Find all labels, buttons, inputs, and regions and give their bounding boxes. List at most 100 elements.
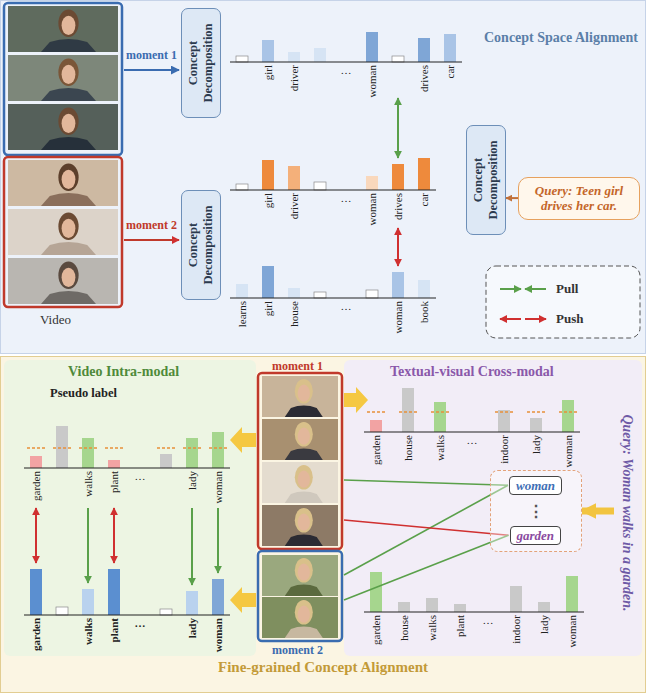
frame-face (298, 385, 310, 402)
threshold-mark (79, 447, 97, 448)
bar (426, 598, 438, 612)
chart-label: house (398, 615, 410, 641)
frame-body (41, 39, 96, 52)
chart-label: car (418, 193, 430, 206)
chart-label: garden (370, 615, 382, 645)
frame-bg (262, 555, 338, 596)
bar (56, 607, 68, 615)
section-panel: Concept Space AlignmentConcept Decomposi… (0, 0, 646, 354)
chart-label: girl (262, 301, 274, 316)
chart-label: … (483, 614, 494, 626)
moment-bracket (4, 157, 122, 307)
chart-label: plant (454, 615, 466, 637)
cross-region-bg (344, 360, 642, 656)
push-arrow (35, 508, 37, 563)
chart-label: girl (262, 65, 274, 80)
bar (434, 402, 446, 432)
bar (288, 166, 300, 190)
chart-axis (230, 61, 462, 62)
bar (366, 290, 378, 298)
chart-axis (230, 189, 436, 190)
chart-label: woman (366, 193, 378, 225)
chart-label: woman (566, 615, 578, 647)
frame-face (62, 170, 76, 189)
frame-hair (58, 164, 78, 192)
bar (262, 266, 274, 298)
bar (392, 272, 404, 298)
moment-label: moment 1 (126, 48, 177, 63)
section-panel: Fine-grained Concept AlignmentVideo Intr… (0, 356, 646, 693)
chart-label: woman (212, 471, 224, 503)
frame-face (62, 268, 76, 287)
match-line (344, 485, 508, 575)
intra-region-bg (4, 360, 256, 656)
section-title: Concept Space Alignment (484, 30, 638, 46)
bar (262, 160, 274, 190)
frame-hair (58, 59, 78, 87)
frame-hair (295, 600, 313, 625)
bar (30, 569, 42, 615)
push-sample (500, 318, 521, 320)
threshold-mark (53, 447, 71, 448)
chart-label: walks (82, 471, 94, 497)
chart-label: lady (186, 471, 198, 490)
region-title: Video Intra-modal (68, 364, 179, 380)
bar (444, 34, 456, 62)
frame-face (298, 564, 310, 581)
video-frame (262, 419, 338, 460)
bar (56, 426, 68, 468)
frame-body (285, 492, 323, 503)
chart-label: … (341, 300, 352, 312)
chart-label: house (402, 435, 414, 461)
query-text: Query: Teen girl drives her car. (525, 183, 633, 214)
push-arrow (113, 508, 115, 563)
query-text: Query: Woman walks in a garden. (619, 389, 635, 636)
flow-arrow (230, 587, 256, 613)
frame-bg (262, 376, 338, 417)
video-frame (262, 597, 338, 638)
bar (236, 284, 248, 298)
bar (262, 40, 274, 62)
bar (418, 158, 430, 190)
bar (30, 456, 42, 468)
frame-bg (262, 505, 338, 546)
moment-bracket (258, 551, 342, 641)
bar (498, 410, 510, 432)
frame-bg (8, 55, 118, 101)
chart-axis (364, 431, 580, 432)
box-label: Concept Decomposition (471, 129, 501, 231)
chart-axis (24, 614, 230, 615)
chart-label: walks (82, 618, 94, 645)
chart-label: house (288, 301, 300, 327)
pull-arrow (191, 508, 193, 585)
chart-label: plant (108, 618, 120, 642)
frame-body (41, 88, 96, 101)
token-box: woman (509, 476, 562, 496)
frame-face (298, 606, 310, 623)
region-panel: Video Intra-modal (4, 360, 256, 656)
token-group: ⋮womangarden (490, 470, 582, 552)
legend-text: Push (556, 311, 583, 327)
chart-label: drives (418, 65, 430, 92)
box-label: Concept Decomposition (186, 194, 216, 296)
chart-label: lady (530, 435, 542, 454)
threshold-mark (27, 447, 45, 448)
threshold-mark (559, 411, 577, 412)
moment-arrow (124, 69, 179, 71)
region-panel: Textual-visual Cross-modalQuery: Woman w… (344, 360, 642, 656)
bar (186, 438, 198, 468)
frame-body (41, 242, 96, 255)
bar (402, 388, 414, 432)
frame-face (298, 428, 310, 445)
video-frame (8, 104, 118, 150)
push-arrow (397, 228, 399, 266)
frame-bg (262, 462, 338, 503)
moment-label: moment 1 (272, 359, 323, 374)
bar (236, 184, 248, 190)
frame-hair (58, 10, 78, 38)
chart-label: … (341, 64, 352, 76)
pull-sample (500, 288, 521, 290)
chart-label: woman (392, 301, 404, 333)
